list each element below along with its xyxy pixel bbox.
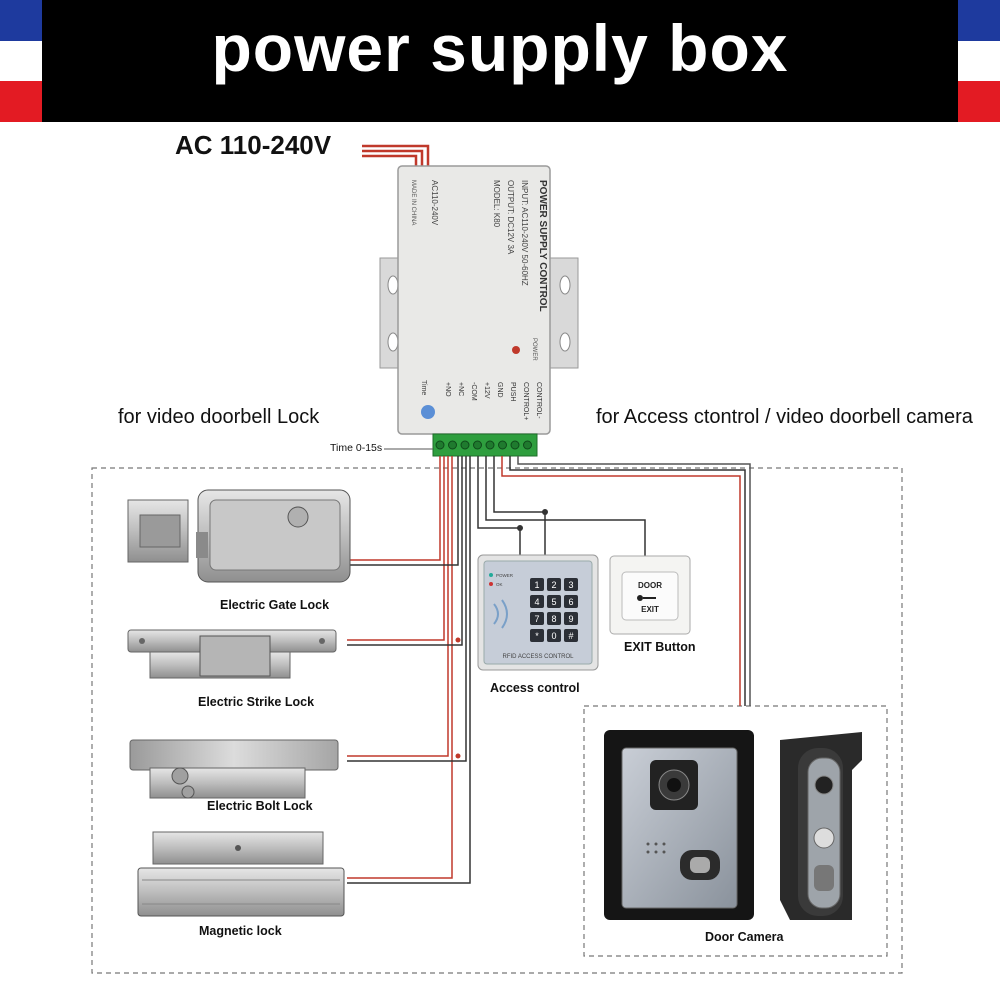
keypad-key-label: 1 [534,580,539,590]
lock-wires [347,456,471,884]
keypad-key-label: * [535,631,539,641]
terminal-screws [435,440,532,450]
terminal-label: +NC [457,382,464,396]
exit-button-icon: DOOR EXIT [609,555,691,635]
terminal-screw-icon [473,440,482,450]
exit-plate-line2: EXIT [641,605,659,614]
key-icon [637,595,643,601]
keypad-led-ok: OK [496,582,503,587]
keypad-key [564,595,578,608]
terminal-screw-icon [460,440,470,450]
keypad-key [547,629,561,642]
keypad-footer: RFID ACCESS CONTROL [502,654,574,660]
strike-lock-caption: Electric Strike Lock [198,695,315,709]
keypad-key-label: 8 [551,614,556,624]
keypad-key-label: 9 [568,614,573,624]
keypad-led-power: POWER [496,573,514,578]
electric-bolt-lock-icon [129,739,339,799]
keypad-key [547,612,561,625]
access-control-keypad-icon: 1 2 3 4 5 6 7 8 9 * 0 # RFID ACCESS CONTROL POWER O… [477,554,599,671]
terminal-screw-icon [435,440,445,450]
terminal-labels: +NO +NC -COM +12V GND PUSH CONTROL+ CONTROL- [444,382,542,420]
keypad-key [564,612,578,625]
exit-plate-line1: DOOR [638,581,662,590]
terminal-label: CONTROL- [535,382,542,419]
keypad-key-label: 7 [534,614,539,624]
door-camera-front-icon [604,730,754,920]
gate-lock-caption: Electric Gate Lock [220,598,330,612]
keypad-key [530,578,544,591]
terminal-block [432,433,538,457]
keypad-key [547,578,561,591]
keypad-key [530,612,544,625]
section-left-label: for video doorbell Lock [118,406,320,428]
terminal-screw-icon [448,440,457,450]
box-spec-input: INPUT: AC110-240V 50-60HZ [520,180,529,286]
keypad-key [564,629,578,642]
keypad-key-label: # [568,631,573,641]
magnetic-lock-caption: Magnetic lock [199,924,282,938]
box-spec-model: MODEL: K80 [492,180,501,228]
ac-input-wires [362,144,430,166]
bolt-lock-caption: Electric Bolt Lock [207,799,313,813]
keypad-key [530,629,544,642]
keypad-key [547,595,561,608]
magnetic-lock-icon [137,831,345,917]
electric-strike-lock-icon [127,629,337,679]
terminal-label: +NO [444,382,451,397]
flag-left-icon [0,0,42,122]
time-knob-icon [421,405,435,419]
exit-button-caption: EXIT Button [624,640,696,654]
title-banner [42,0,958,122]
box-power-label: POWER [531,338,537,361]
keypad-key [564,578,578,591]
power-supply-box: POWER SUPPLY CONTROL INPUT: AC110-240V 5… [379,165,579,457]
wiring-area-border [91,467,903,974]
box-title: POWER SUPPLY CONTROL [537,180,548,312]
terminal-screw-icon [485,440,495,450]
time-note: Time 0-15s [330,442,383,454]
electric-gate-lock-icon [127,489,351,583]
terminal-screw-icon [523,440,532,450]
keypad-key-label: 0 [551,631,556,641]
terminal-label: GND [496,382,503,398]
door-camera-caption: Door Camera [705,930,784,944]
terminal-label: +12V [483,382,490,399]
box-spec-output: OUTPUT: DC12V 3A [506,180,515,255]
keypad-keys: 1 2 3 4 5 6 7 8 9 * 0 # [530,578,578,642]
section-right-label: for Access ctontrol / video doorbell cam… [596,406,973,428]
terminal-screw-icon [498,440,507,450]
box-time-label: Time [420,380,427,395]
door-camera-side-icon [780,732,862,920]
flag-right-icon [958,0,1000,122]
box-made-in: MADE IN CHINA [410,180,416,225]
access-wires [477,456,751,706]
terminal-label: -COM [470,382,477,401]
access-control-caption: Access control [490,681,580,695]
keypad-key-label: 6 [568,597,573,607]
ac-input-label: AC 110-240V [175,130,332,160]
keypad-key-label: 5 [551,597,556,607]
power-led-icon [512,346,520,354]
keypad-key-label: 2 [551,580,556,590]
box-side-text: AC110-240V [430,180,439,226]
terminal-label: PUSH [509,382,516,401]
camera-area-border [583,705,888,957]
page-title: power supply box [211,11,789,85]
keypad-key-label: 4 [534,597,539,607]
terminal-screw-icon [510,440,520,450]
keypad-key-label: 3 [568,580,573,590]
keypad-key [530,595,544,608]
terminal-label: CONTROL+ [522,382,529,420]
